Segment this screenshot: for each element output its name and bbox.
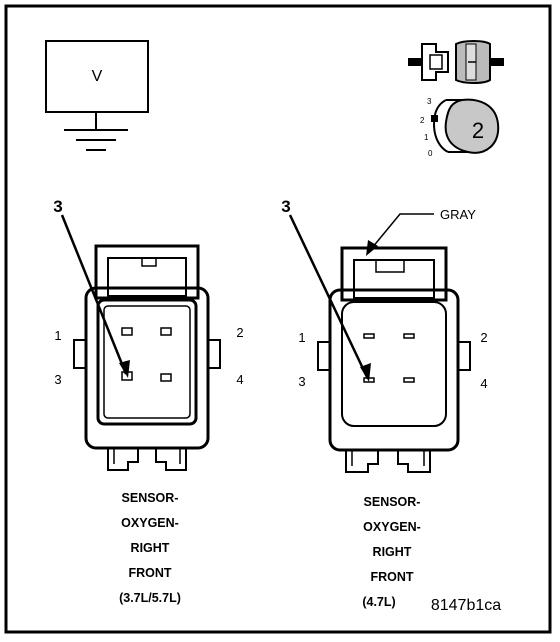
dial-scale-0: 0 [428,149,433,158]
figure-code: 8147b1ca [431,597,501,614]
pin-label-4-right: 4 [480,376,487,391]
voltmeter-icon [45,40,149,151]
caption-left-line-1: SENSOR- [122,491,179,505]
gray-callout-leader [371,213,434,249]
gray-callout-label: GRAY [440,207,476,222]
pin-label-3-right: 3 [298,374,305,389]
probe-connector-icon [408,40,504,84]
pin-label-2-right: 2 [480,330,487,345]
caption-right-line-4: FRONT [370,570,413,584]
probe-arrow-right [288,214,369,378]
pin-label-4-left: 4 [236,372,243,387]
caption-right-line-5: (4.7L) [362,595,395,609]
connector-right [317,246,471,473]
frame-border [4,4,552,634]
caption-right-line-2: OXYGEN- [363,520,421,534]
caption-left-line-5: (3.7L/5.7L) [119,591,181,605]
caption-left-line-2: OXYGEN- [121,516,179,530]
caption-right-line-3: RIGHT [373,545,412,559]
pin-label-3-left: 3 [54,372,61,387]
voltmeter-label: V [92,68,103,85]
pin-label-2-left: 2 [236,325,243,340]
connector-left [73,244,221,471]
dial-scale-1: 1 [424,133,429,142]
caption-left-line-4: FRONT [128,566,171,580]
probe-arrow-left [60,214,128,375]
probe-pin-label-left: 3 [53,197,62,216]
selector-dial-icon [431,98,500,154]
probe-arrowhead-right [360,363,371,382]
pin-label-1-left: 1 [54,328,61,343]
caption-right-line-1: SENSOR- [364,495,421,509]
probe-pin-label-right: 3 [281,197,290,216]
selector-dial-label: 2 [472,118,484,143]
dial-scale-3: 3 [427,97,432,106]
probe-arrowhead-left [119,360,130,378]
gray-callout-arrowhead [366,240,378,256]
pin-label-1-right: 1 [298,330,305,345]
caption-left-line-3: RIGHT [131,541,170,555]
dial-scale-2: 2 [420,116,425,125]
